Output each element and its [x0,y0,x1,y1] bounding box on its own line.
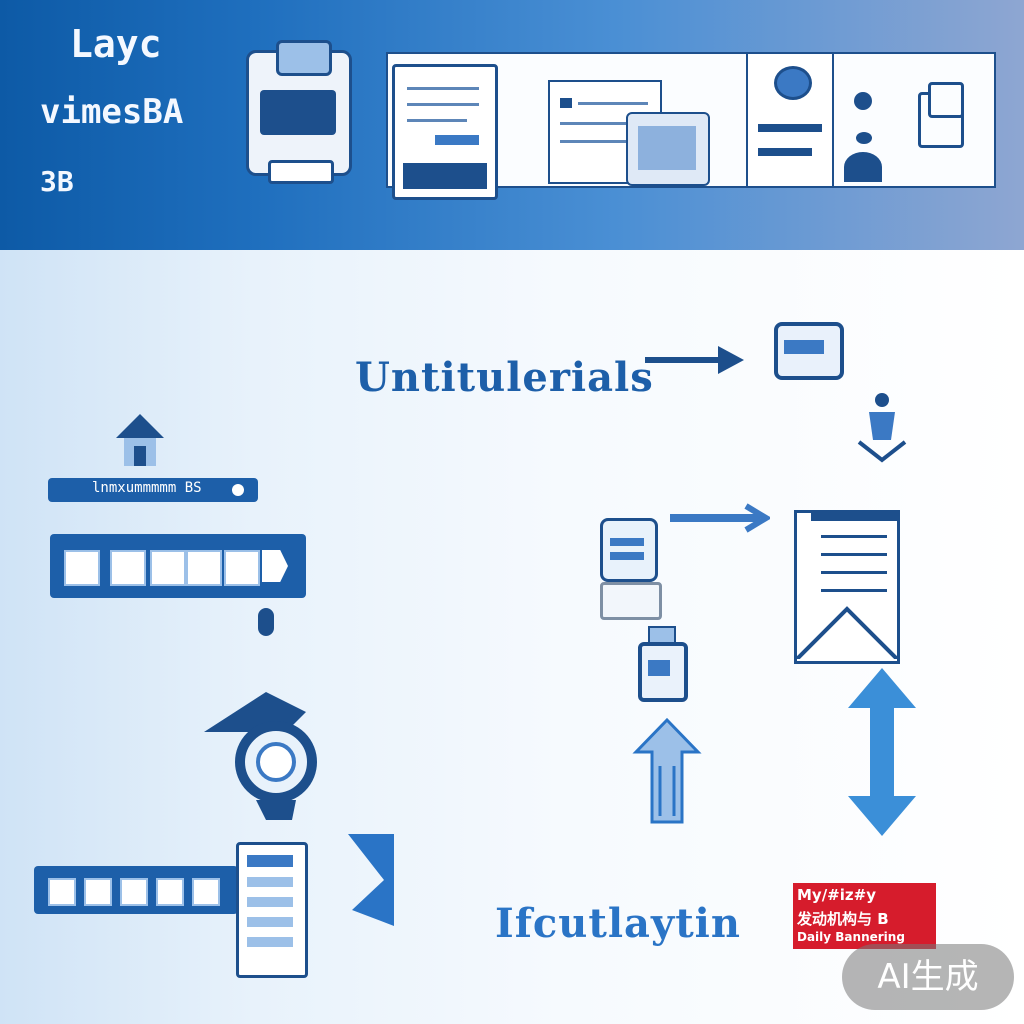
clipboard-icon [600,508,658,582]
step-box[interactable] [120,878,148,906]
step-progress-bar-bottom [34,866,238,914]
header-subtitle: vimesBA [40,92,184,132]
step-box[interactable] [192,878,220,906]
folder-stack-icon [918,82,964,148]
phone-list-icon [236,842,308,978]
step-progress-bar [50,534,306,598]
double-arrow-icon [848,668,916,836]
tray-icon [600,582,662,620]
document-icon [392,64,498,200]
red-stamp-line1: My/#iz#y [797,886,876,904]
arrow-right-icon [645,346,744,374]
grid-icon [626,112,710,186]
corner-arrow-icon [348,834,394,926]
location-pins-icon [842,92,882,182]
printer-icon [246,40,354,185]
flow-label-top: Untitulerials [355,354,654,401]
header-banner: Layc vimesBA 3B [0,0,1024,250]
profile-card-icon [746,52,834,188]
ai-generated-watermark: AI生成 [842,944,1014,1010]
home-icon [116,414,164,466]
search-bar[interactable] [48,478,258,502]
hand-magnifier-icon [204,692,317,820]
next-step-icon[interactable] [262,550,288,582]
pin-icon [258,608,274,636]
bottle-icon [634,626,690,702]
step-box[interactable] [186,550,222,586]
wrench-icon [670,503,770,533]
header-title: Layc [70,22,162,66]
red-stamp-line2: 发动机构与 B [797,910,889,928]
step-box[interactable] [48,878,76,906]
step-box[interactable] [224,550,260,586]
upload-arrow-icon [632,717,702,824]
step-box[interactable] [110,550,146,586]
flow-label-bottom: Ifcutlaytin [495,900,741,947]
red-stamp-line3: Daily Bannering [797,930,905,944]
search-bar-text: lnmxummmmm BS [92,480,202,496]
document-strip [386,52,996,200]
red-stamp [793,883,936,949]
header-meta: 3B [40,165,74,198]
step-box[interactable] [84,878,112,906]
person-down-arrow-icon [857,393,907,463]
step-box[interactable] [156,878,184,906]
search-toggle-icon[interactable] [232,484,244,496]
card-icon [774,322,844,380]
step-box[interactable] [150,550,186,586]
step-box[interactable] [64,550,100,586]
report-document-icon [794,510,900,664]
